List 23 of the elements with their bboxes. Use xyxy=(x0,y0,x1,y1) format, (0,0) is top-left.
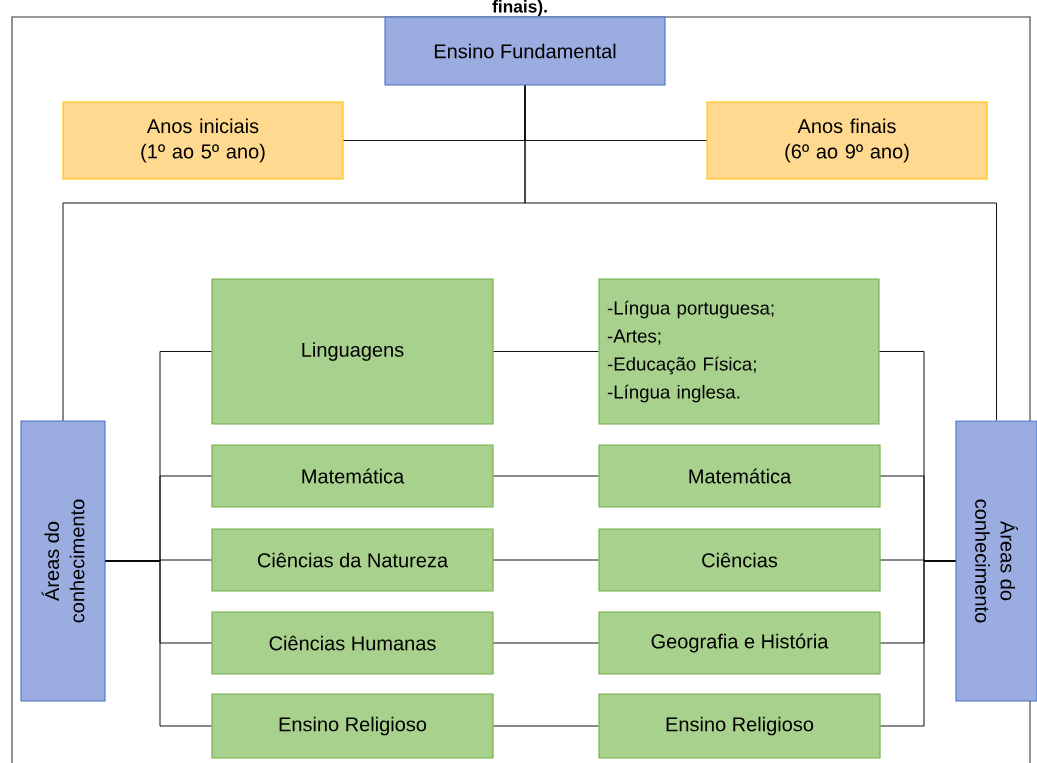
subject-box: Ciências Humanas xyxy=(211,611,494,675)
subject-box: Ensino Religioso xyxy=(211,693,494,759)
subject-box: Ensino Religioso xyxy=(598,693,881,759)
subject-box: Matemática xyxy=(598,444,881,508)
connector-line xyxy=(493,475,599,477)
area-box: Áreas do conhecimento xyxy=(955,420,1037,702)
subject-box: Linguagens xyxy=(211,278,494,425)
connector-line xyxy=(493,559,599,561)
connector-line xyxy=(105,560,212,727)
stage-box: Anos iniciais (1º ao 5º ano) xyxy=(62,101,344,180)
connector-line xyxy=(493,642,599,644)
connector-line xyxy=(880,560,956,727)
connector-line xyxy=(493,725,599,727)
subject-box: Matemática xyxy=(211,444,494,508)
subject-box: Ciências xyxy=(598,528,881,592)
subject-box: Geografia e História xyxy=(598,611,881,675)
subject-list-box: -Língua portuguesa; -Artes; -Educação Física; -Língua inglesa. xyxy=(598,278,880,425)
connector-line xyxy=(524,85,997,421)
area-box: Áreas do conhecimento xyxy=(20,420,106,702)
title-box: Ensino Fundamental xyxy=(384,16,666,86)
stage-box: Anos finais (6º ao 9º ano) xyxy=(706,101,988,180)
subject-box: Ciências da Natureza xyxy=(211,528,494,592)
connector-line xyxy=(493,351,599,352)
